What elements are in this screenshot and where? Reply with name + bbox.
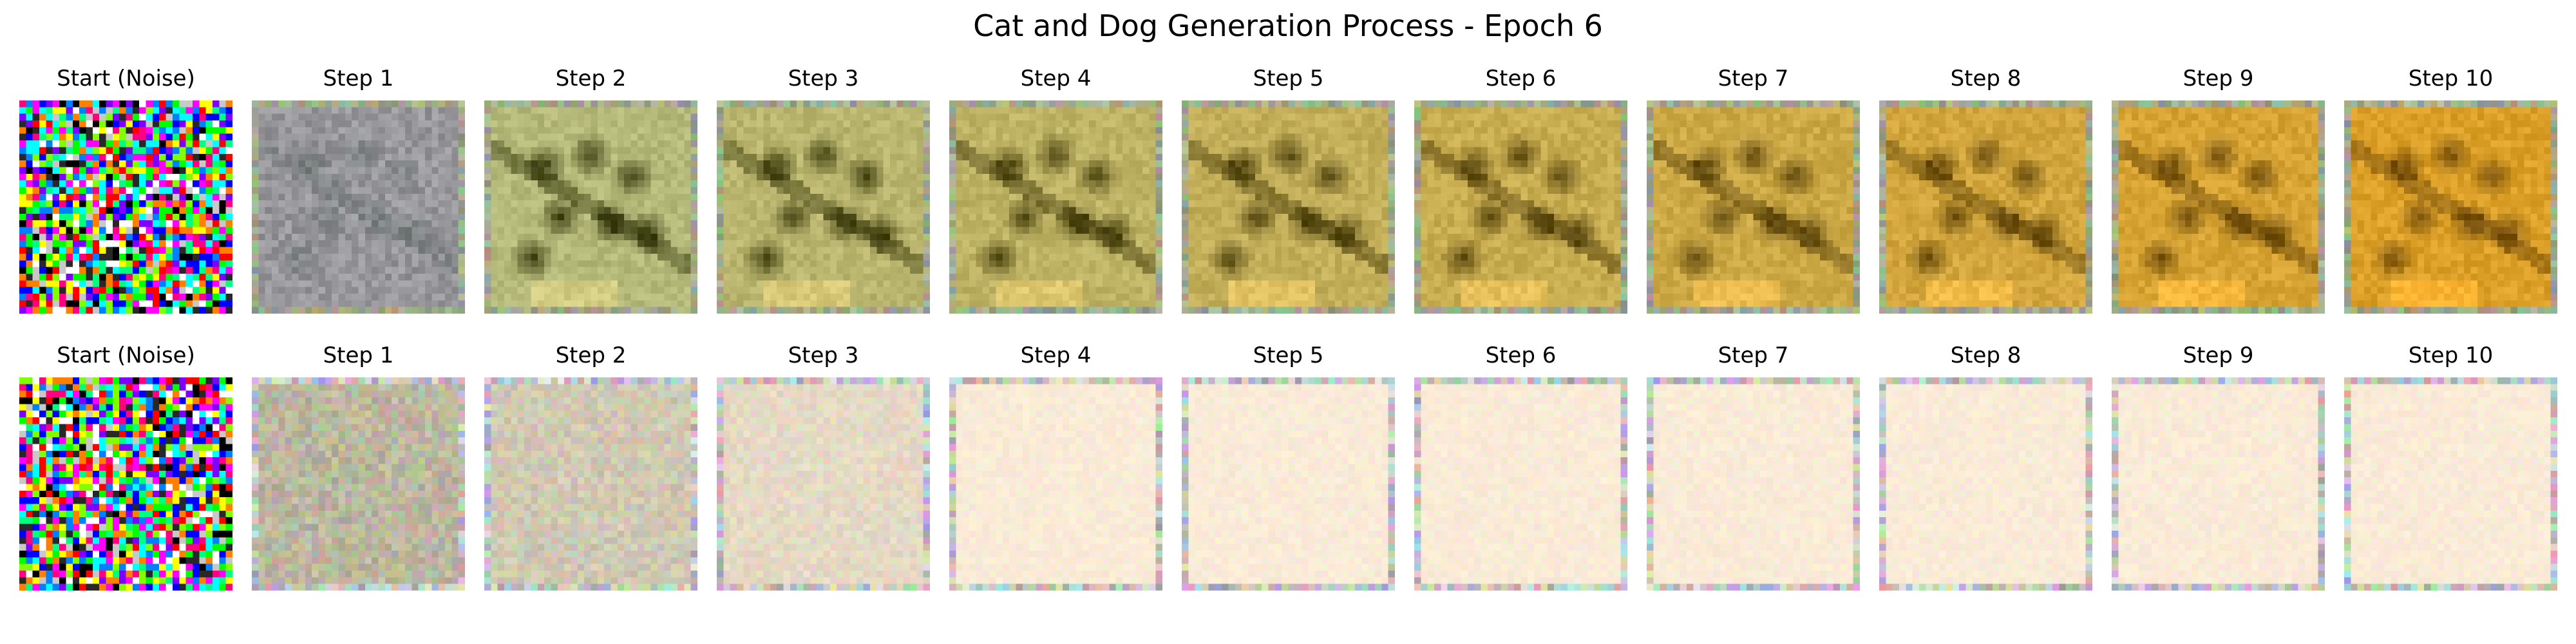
generated-image [1182,100,1395,314]
generated-image [1414,100,1627,314]
panel-title: Step 2 [555,343,627,368]
generated-image [2112,100,2325,314]
panel-title: Step 6 [1485,343,1557,368]
panel-step-10: Step 10 [2344,341,2557,591]
panel-step-8: Step 8 [1879,64,2092,314]
generated-image [484,377,697,591]
panel-step-8: Step 8 [1879,341,2092,591]
panel-title: Step 3 [788,66,859,91]
panel-step-5: Step 5 [1182,341,1395,591]
panel-step-1: Step 1 [252,341,465,591]
generated-image [1647,100,1860,314]
generated-image [2112,377,2325,591]
panel-step-9: Step 9 [2112,64,2325,314]
panel-title: Step 7 [1718,343,1789,368]
generated-image [19,100,232,314]
generated-image [1414,377,1627,591]
panel-step-7: Step 7 [1647,64,1860,314]
panel-step-2: Step 2 [484,64,697,314]
generated-image [2344,377,2557,591]
generated-image [2344,100,2557,314]
panel-start-noise: Start (Noise) [19,341,232,591]
panel-step-6: Step 6 [1414,341,1627,591]
generated-image [1647,377,1860,591]
panel-title: Step 1 [323,66,394,91]
panel-step-3: Step 3 [717,341,930,591]
panel-title: Step 1 [323,343,394,368]
panel-title: Step 8 [1950,343,2022,368]
panel-title: Step 5 [1253,343,1324,368]
panel-step-4: Step 4 [949,341,1162,591]
panel-title: Step 5 [1253,66,1324,91]
generated-image [949,377,1162,591]
generation-row-2: Start (Noise) Step 1 Step 2 Step 3 Step … [0,341,2576,591]
panel-step-6: Step 6 [1414,64,1627,314]
panel-title: Step 9 [2183,66,2254,91]
panel-step-1: Step 1 [252,64,465,314]
panel-start-noise: Start (Noise) [19,64,232,314]
panel-step-5: Step 5 [1182,64,1395,314]
panel-title: Step 3 [788,343,859,368]
panel-title: Start (Noise) [57,343,195,368]
generated-image [717,377,930,591]
panel-step-9: Step 9 [2112,341,2325,591]
panel-title: Step 10 [2408,66,2494,91]
panel-title: Step 4 [1020,66,1092,91]
panel-step-7: Step 7 [1647,341,1860,591]
generated-image [717,100,930,314]
panel-step-10: Step 10 [2344,64,2557,314]
generated-image [949,100,1162,314]
generated-image [1879,100,2092,314]
generated-image [484,100,697,314]
panel-step-3: Step 3 [717,64,930,314]
generated-image [252,100,465,314]
panel-title: Step 2 [555,66,627,91]
figure-title: Cat and Dog Generation Process - Epoch 6 [973,8,1603,43]
panel-title: Step 6 [1485,66,1557,91]
panel-step-2: Step 2 [484,341,697,591]
generated-image [252,377,465,591]
generated-image [1879,377,2092,591]
generated-image [19,377,232,591]
panel-title: Step 7 [1718,66,1789,91]
panel-title: Step 9 [2183,343,2254,368]
panel-title: Step 10 [2408,343,2494,368]
panel-title: Step 4 [1020,343,1092,368]
panel-step-4: Step 4 [949,64,1162,314]
generation-row-1: Start (Noise) Step 1 Step 2 Step 3 Step … [0,64,2576,314]
panel-title: Step 8 [1950,66,2022,91]
generated-image [1182,377,1395,591]
panel-title: Start (Noise) [57,66,195,91]
